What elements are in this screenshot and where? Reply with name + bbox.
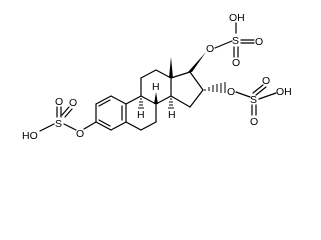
c9-h-hash [138,98,144,109]
h-c9-label: H [137,109,145,121]
c17-oxygen-wedge [188,52,206,72]
s-left: S [55,118,62,130]
c8-h-wedge [154,92,158,104]
c16-oxygen-hash [204,82,226,93]
o-double-top-right: O [255,36,263,48]
h-c14-label: H [168,109,176,121]
o-ester-top: O [206,43,214,55]
ho-left: HO [22,130,38,142]
ring-c [140,69,172,105]
s-top: S [232,35,239,47]
s-right: S [250,94,257,106]
chemical-structure-canvas: H H H O S OH O O O S OH O O O S HO [22,12,292,142]
o-ester-right: O [227,86,235,98]
o-double-right-top: O [262,75,270,87]
o-ester-left: O [76,128,84,140]
methyl-wedge [169,57,173,78]
ring-b [125,95,157,131]
oh-top: OH [229,12,245,24]
o-double-left-top: O [55,96,63,108]
c14-h-hash [168,98,174,109]
ring-a-aromatic [95,95,127,131]
o-double-left-topright: O [69,97,77,109]
ring-d [170,71,204,108]
o-double-top-bottom: O [232,57,240,69]
oh-right: OH [276,86,292,98]
sulfate-group-right: O S OH O O [227,75,292,128]
o-double-right-bottom: O [250,116,258,128]
sulfate-group-top: O S OH O O [206,12,263,69]
sulfate-group-left: O S HO O O [22,96,97,142]
h-c8-label: H [152,81,160,93]
stereo-bonds [138,52,226,109]
steroid-trisulfate-structure: H H H O S OH O O O S OH O O O S HO [22,12,292,142]
stereo-h-labels: H H H [137,81,176,121]
